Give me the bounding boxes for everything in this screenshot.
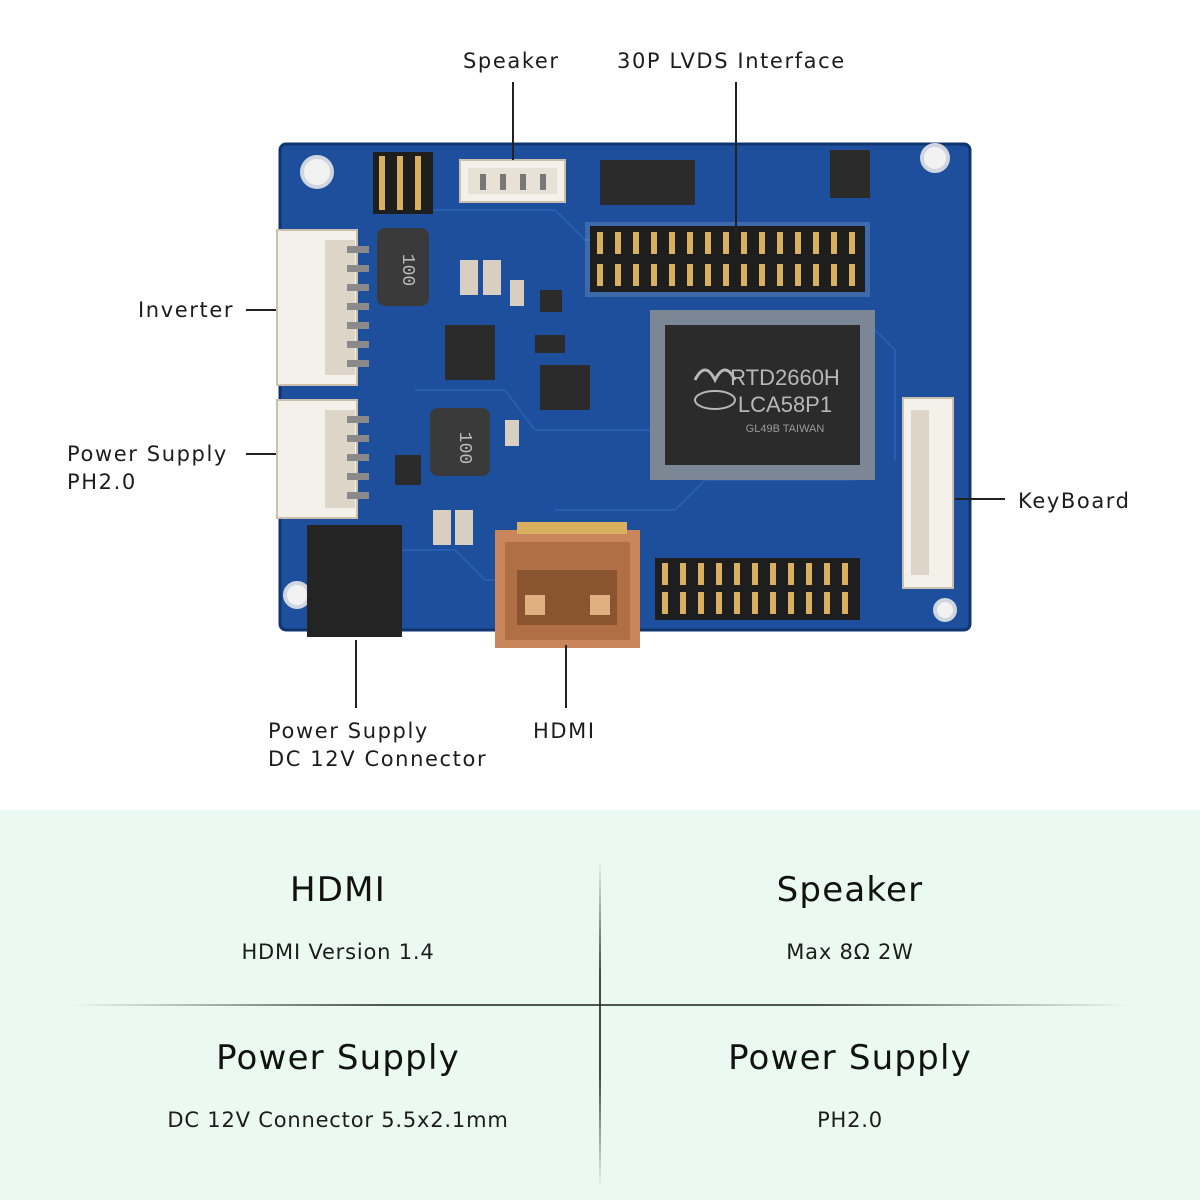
hdmi-leader-line	[565, 645, 567, 708]
spec-cell-hdmi: HDMI HDMI Version 1.4	[38, 870, 638, 964]
power-dc-callout-label: Power Supply DC 12V Connector	[268, 717, 487, 773]
power-dc-leader-line	[355, 640, 357, 708]
inverter-callout-label: Inverter	[138, 298, 235, 322]
power-dc-callout-line2: DC 12V Connector	[268, 747, 488, 771]
keyboard-connector-shape	[902, 397, 954, 589]
spec-cell-power-ph: Power Supply PH2.0	[550, 1038, 1150, 1132]
svg-text:RTD2660H: RTD2660H	[730, 365, 840, 390]
speaker-connector-shape	[459, 159, 566, 203]
inductor-2: 100	[430, 408, 490, 476]
spec-cell-power-dc: Power Supply DC 12V Connector 5.5x2.1mm	[38, 1038, 638, 1132]
ph-connector-shape	[276, 399, 369, 519]
inverter-leader-line	[246, 309, 276, 311]
spec-detail: HDMI Version 1.4	[241, 940, 435, 964]
power-ph-callout-line2: PH2.0	[67, 470, 137, 494]
lvds-callout-label: 30P LVDS Interface	[617, 49, 846, 73]
svg-text:100: 100	[397, 254, 417, 286]
jumper-header	[373, 152, 433, 214]
spec-detail: Max 8Ω 2W	[786, 940, 914, 964]
speaker-callout-label: Speaker	[463, 49, 560, 73]
bottom-header-shape	[655, 558, 860, 620]
spec-title: Power Supply	[728, 1038, 972, 1078]
spec-cell-speaker: Speaker Max 8Ω 2W	[550, 870, 1150, 964]
controller-board-image: 100 100 RTD2660H LCA58P1 GL49B TAIWAN	[276, 142, 972, 648]
svg-text:LCA58P1: LCA58P1	[738, 392, 832, 417]
spec-title: Speaker	[776, 870, 924, 910]
spec-detail: PH2.0	[817, 1108, 883, 1132]
lvds-leader-line	[735, 82, 737, 242]
hdmi-port-shape	[495, 522, 640, 648]
svg-text:GL49B TAIWAN: GL49B TAIWAN	[746, 423, 825, 435]
power-ph-callout-label: Power Supply PH2.0	[67, 440, 228, 496]
spec-title: Power Supply	[216, 1038, 460, 1078]
power-dc-callout-line1: Power Supply	[268, 719, 429, 743]
spec-panel: HDMI HDMI Version 1.4 Speaker Max 8Ω 2W …	[0, 810, 1200, 1200]
hdmi-callout-label: HDMI	[533, 719, 596, 743]
dc-jack-shape	[307, 525, 402, 637]
keyboard-callout-label: KeyBoard	[1018, 489, 1131, 513]
power-ph-callout-line1: Power Supply	[67, 442, 228, 466]
keyboard-leader-line	[955, 498, 1005, 500]
svg-text:100: 100	[454, 432, 474, 464]
ic-top	[600, 160, 695, 205]
spec-divider-horizontal	[70, 1004, 1130, 1006]
main-chip: RTD2660H LCA58P1 GL49B TAIWAN	[650, 310, 875, 480]
spec-detail: DC 12V Connector 5.5x2.1mm	[167, 1108, 509, 1132]
spec-title: HDMI	[290, 870, 386, 910]
ic-top-right	[830, 150, 870, 198]
lvds-header-shape	[585, 222, 870, 297]
inverter-connector-shape	[276, 229, 369, 386]
board-diagram-area: 100 100 RTD2660H LCA58P1 GL49B TAIWAN	[67, 49, 1131, 773]
power-ph-leader-line	[246, 453, 276, 455]
spec-divider-vertical	[599, 860, 601, 1190]
inductor-1: 100	[377, 228, 429, 306]
speaker-leader-line	[512, 82, 514, 160]
